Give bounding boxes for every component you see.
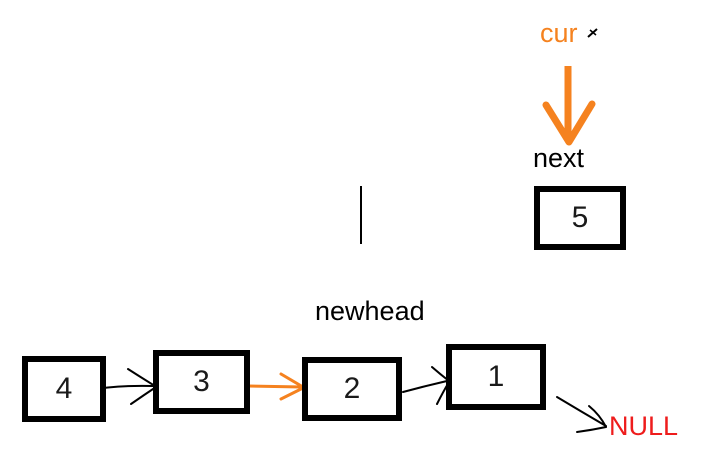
cur-tick-icon	[587, 28, 598, 38]
label-newhead: newhead	[315, 296, 425, 326]
node-box-1: 1	[446, 344, 546, 410]
label-cur: cur	[540, 18, 578, 48]
arrow-3-to-2-icon	[246, 372, 305, 401]
node-value-5: 5	[571, 201, 589, 234]
node-value-1: 1	[487, 360, 505, 393]
node-box-4: 4	[22, 356, 106, 422]
node-value-3: 3	[193, 365, 210, 398]
arrow-cur-to-next-icon	[542, 66, 596, 146]
label-next: next	[533, 143, 585, 173]
arrow-2-to-1-icon	[402, 366, 450, 405]
label-null: NULL	[609, 411, 679, 441]
node-box-3: 3	[153, 350, 250, 414]
arrow-1-to-null-icon	[556, 396, 607, 433]
node-box-5: 5	[534, 186, 626, 250]
node-value-4: 4	[55, 372, 73, 405]
node-value-2: 2	[343, 372, 361, 405]
node-box-2: 2	[302, 357, 402, 421]
